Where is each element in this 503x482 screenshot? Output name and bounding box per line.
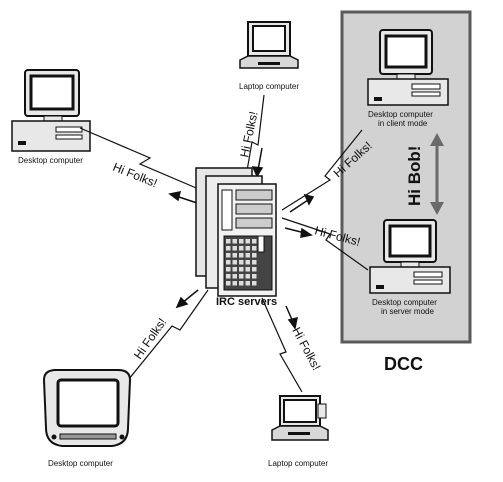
node-caption: Laptop computer — [239, 82, 299, 91]
direct-connection-arrow — [430, 133, 444, 215]
keypad-key — [239, 274, 244, 279]
keypad-key — [245, 267, 250, 272]
keypad-key — [232, 246, 237, 251]
message-label-imac: Hi Folks! — [131, 315, 169, 361]
keypad-key — [252, 274, 257, 279]
keypad-key — [226, 239, 231, 244]
keypad-key — [252, 281, 257, 286]
computer-case-icon — [11, 120, 91, 152]
message-label-top: Hi Folks! — [237, 110, 260, 159]
monitor-icon — [24, 69, 80, 122]
keypad-key — [232, 260, 237, 265]
message-arrows — [168, 147, 315, 330]
keypad-key — [245, 246, 250, 251]
keypad-key — [232, 274, 237, 279]
keypad-key — [226, 260, 231, 265]
keypad-key — [239, 239, 244, 244]
connection-line-desktop-top-left — [79, 127, 216, 197]
keypad-key — [239, 281, 244, 286]
connection-line-imac — [119, 289, 209, 391]
laptop-icon — [239, 21, 299, 69]
all-in-one-monitor-icon — [42, 369, 132, 447]
server-keypad — [226, 239, 257, 286]
keypad-key — [239, 260, 244, 265]
keypad-key — [252, 239, 257, 244]
monitor-icon — [383, 219, 437, 268]
keypad-key — [245, 274, 250, 279]
keypad-key — [245, 253, 250, 258]
node-caption: Desktop computer — [18, 156, 83, 165]
keypad-key — [245, 281, 250, 286]
computer-case-icon — [369, 266, 451, 294]
keypad-key — [245, 260, 250, 265]
connection-line-laptop-top — [243, 94, 265, 189]
keypad-key — [252, 267, 257, 272]
keypad-key — [232, 267, 237, 272]
keypad-key — [232, 281, 237, 286]
arrow-to-imac — [175, 289, 199, 309]
irc-servers-label: IRC servers — [216, 296, 277, 308]
desktop-computer-bottom-left: Desktop computer — [42, 369, 132, 468]
keypad-key — [232, 253, 237, 258]
node-caption-line1: Desktop computer — [372, 298, 437, 307]
keypad-key — [252, 260, 257, 265]
arrow-from-laptop-top — [251, 147, 264, 178]
node-caption-line2: in server mode — [381, 307, 434, 316]
laptop-computer-bottom: Laptop computer — [268, 395, 329, 468]
keypad-key — [226, 281, 231, 286]
arrow-to-client-mode — [289, 193, 315, 213]
keypad-key — [252, 253, 257, 258]
keypad-key — [232, 239, 237, 244]
node-caption-line1: Desktop computer — [368, 110, 433, 119]
arrow-to-laptop-bottom — [285, 305, 298, 330]
arrow-to-desktop-top-left — [168, 191, 201, 205]
connection-line-server-mode — [281, 217, 369, 271]
keypad-key — [239, 253, 244, 258]
keypad-key — [226, 253, 231, 258]
monitor-icon — [379, 29, 433, 80]
node-caption: Laptop computer — [268, 459, 328, 468]
message-label-laptop-bottom: Hi Folks! — [289, 325, 323, 373]
dcc-label: DCC — [384, 354, 423, 374]
connection-line-laptop-bottom — [261, 297, 303, 393]
keypad-key — [226, 246, 231, 251]
node-caption: Desktop computer — [48, 459, 113, 468]
keypad-key — [239, 246, 244, 251]
keypad-key — [226, 267, 231, 272]
laptop-computer-top: Laptop computer — [239, 21, 299, 91]
computer-case-icon — [367, 78, 449, 106]
keypad-key — [252, 246, 257, 251]
dcc-message-label: Hi Bob! — [405, 146, 424, 206]
keypad-key — [239, 267, 244, 272]
keypad-key — [226, 274, 231, 279]
message-label-top-left: Hi Folks! — [111, 160, 160, 190]
laptop-icon — [271, 395, 329, 441]
desktop-computer-top-left: Desktop computer — [11, 69, 91, 165]
desktop-computer-client-mode: Desktop computer in client mode — [367, 29, 449, 128]
keypad-key — [245, 239, 250, 244]
arrow-to-server-mode — [284, 227, 313, 238]
desktop-computer-server-mode: Desktop computer in server mode — [369, 219, 451, 316]
node-caption-line2: in client mode — [378, 119, 428, 128]
